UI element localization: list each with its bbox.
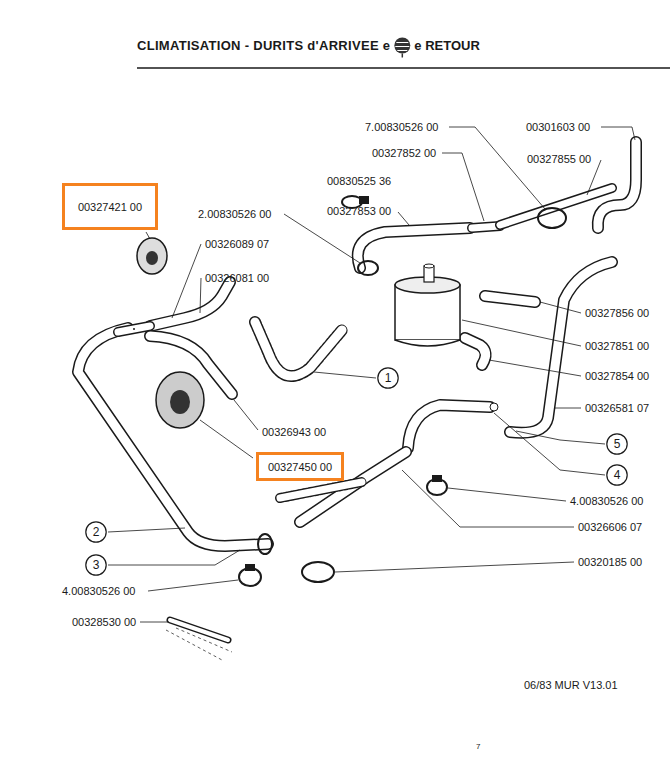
callout-number: 4 — [614, 468, 621, 482]
callout-ring — [607, 465, 627, 485]
page-mark: 7 — [476, 740, 480, 754]
callout-circle: 1 — [377, 367, 399, 389]
part-number: 00327450 00 — [268, 460, 332, 474]
part-number: 00326581 07 — [585, 401, 649, 415]
part-number: 4.00830526 00 — [570, 494, 643, 508]
part-number: 00327856 00 — [585, 306, 649, 320]
callout-number: 5 — [614, 437, 621, 451]
callout-circle: 4 — [606, 464, 628, 486]
callout-circle: 3 — [85, 554, 107, 576]
part-number: 7.00830526 00 — [365, 120, 438, 134]
grommets — [137, 238, 204, 428]
callout-circle: 5 — [606, 433, 628, 455]
part-number: 4.00830526 00 — [62, 584, 135, 598]
callout-ring — [86, 522, 106, 542]
callout-ring — [378, 368, 398, 388]
highlight-box: 00327450 00 — [256, 452, 344, 481]
part-number: 00327421 00 — [78, 200, 142, 214]
title-rule — [137, 67, 670, 69]
part-number: 00327854 00 — [585, 369, 649, 383]
callout-number: 3 — [93, 558, 100, 572]
part-number: 00320185 00 — [578, 555, 642, 569]
callout-number: 1 — [385, 371, 392, 385]
part-number: 00327853 00 — [327, 204, 391, 218]
part-number: 00326081 00 — [205, 271, 269, 285]
tank — [395, 264, 460, 346]
part-number: 00301603 00 — [526, 120, 590, 134]
part-number: 00327852 00 — [372, 146, 436, 160]
part-number: 00326606 07 — [578, 520, 642, 534]
part-number: 2.00830526 00 — [198, 207, 271, 221]
logo — [394, 38, 410, 58]
part-number: 00830525 36 — [327, 174, 391, 188]
part-number: 00327851 00 — [585, 339, 649, 353]
part-number: 00328530 00 — [72, 615, 136, 629]
part-number: 00327855 00 — [527, 152, 591, 166]
callout-ring — [607, 434, 627, 454]
callout-ring — [86, 555, 106, 575]
clamps — [239, 196, 566, 586]
callout-circle: 2 — [85, 521, 107, 543]
leader-lines — [108, 127, 635, 622]
revision-note: 06/83 MUR V13.01 — [524, 678, 618, 692]
hoses — [78, 142, 636, 660]
title: CLIMATISATION - DURITS d'ARRIVEE e — [137, 38, 390, 53]
part-number: 00326089 07 — [205, 237, 269, 251]
highlight-box: 00327421 00 — [62, 183, 158, 230]
callout-number: 2 — [93, 525, 100, 539]
part-number: 00326943 00 — [262, 425, 326, 439]
title-part: e RETOUR — [414, 38, 480, 53]
